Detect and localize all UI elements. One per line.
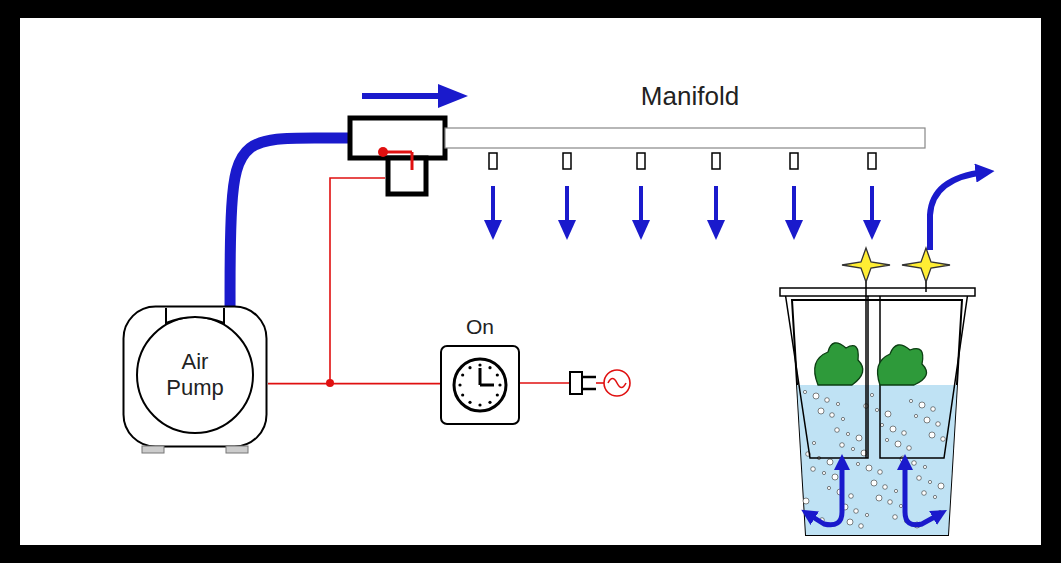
air-tube (230, 138, 445, 309)
nozzles (484, 153, 881, 240)
flow-arrow (362, 84, 468, 108)
valve-wire (326, 178, 385, 387)
timer-box: On (440, 345, 520, 425)
power-plug (520, 370, 630, 396)
node-label: Air Pump (160, 349, 230, 401)
node-label: Manifold (641, 81, 739, 112)
tee-valve (350, 118, 460, 194)
manifold-bar: Manifold (445, 128, 925, 148)
node-label: On (466, 315, 494, 339)
manifold-outline (445, 128, 925, 148)
exhaust-arrow (930, 172, 985, 250)
sprayer-stars (842, 248, 950, 282)
grow-container (780, 270, 975, 535)
pump-box: Air Pump (122, 305, 268, 448)
timer-outline (440, 345, 520, 425)
power-wire (268, 383, 440, 385)
